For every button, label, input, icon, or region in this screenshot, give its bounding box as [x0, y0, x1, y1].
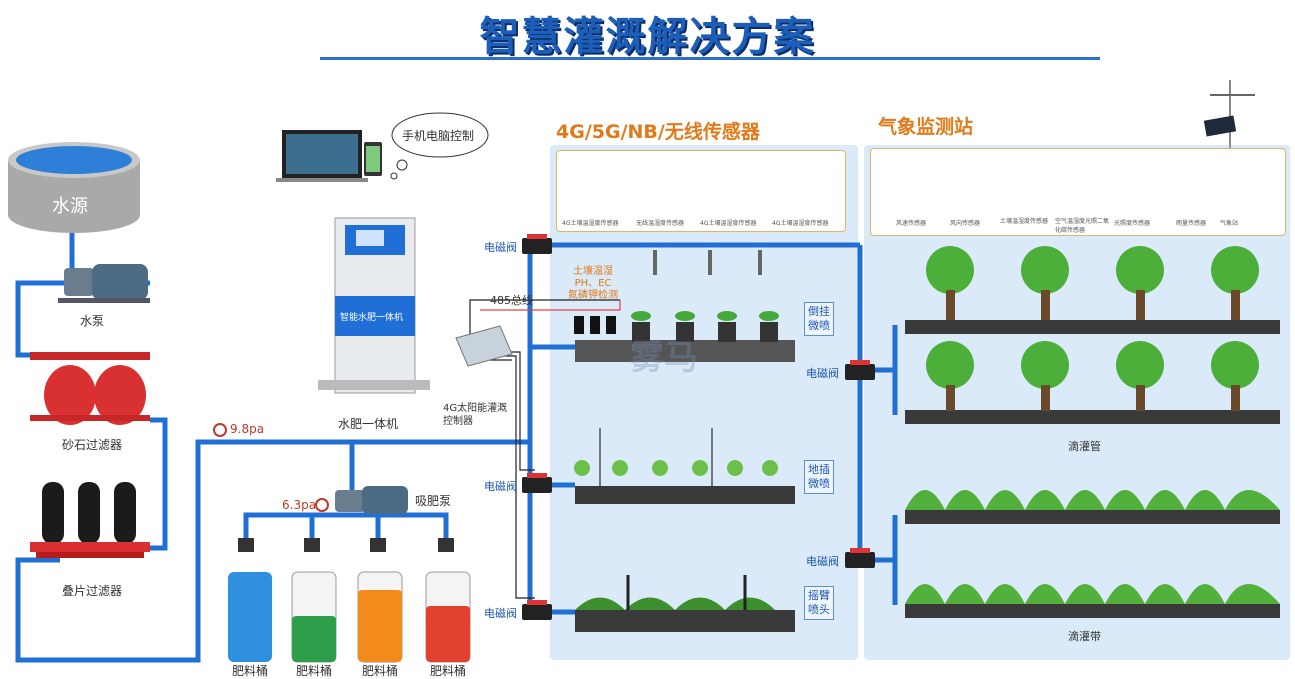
pump-label: 水泵 [80, 314, 105, 328]
fertigation-machine [318, 217, 430, 394]
water-pump [58, 264, 150, 303]
fertilizer-tank-label: 肥料桶 [362, 664, 399, 678]
weather-item-label: 光照度传感器 [1114, 220, 1151, 227]
weather-item-label: 风向传感器 [950, 220, 981, 227]
sand-filter [30, 352, 150, 425]
water-source-tank [8, 142, 140, 233]
ground-mist-zone [574, 428, 795, 504]
pipe-source-to-pump [15, 222, 75, 358]
pipe-fert-manifold [243, 512, 449, 545]
soil-sensor-tag: 土壤温湿 PH、EC 氮磷钾检测 [568, 266, 618, 301]
weather-heading: 气象监测站 [878, 116, 974, 138]
fertilizer-tank-label: 肥料桶 [430, 664, 467, 678]
fertilizer-tank-label: 肥料桶 [296, 664, 333, 678]
drip-tape-label: 滴灌带 [1068, 630, 1101, 643]
solenoid-valve-label: 电磁阀 [806, 367, 839, 380]
hanging-mist-tag: 倒挂 微喷 [804, 302, 834, 336]
weather-item-label: 气象站 [1220, 220, 1239, 227]
sensor-item-label: 4G土壤温湿度传感器 [772, 220, 829, 227]
machine-label: 水肥一体机 [338, 417, 399, 431]
fertilizer-tanks [228, 571, 471, 663]
solar-panel [455, 325, 513, 367]
title-underline [320, 57, 1100, 60]
page-title: 智慧灌溉解决方案 [479, 14, 816, 60]
solenoid-valves [522, 238, 875, 620]
sensors-heading: 4G/5G/NB/无线传感器 [556, 121, 760, 143]
rs485-label: 485总线 [490, 294, 533, 307]
machine-panel-text: 智能水肥一体机 [340, 313, 404, 323]
solenoid-valve-label: 电磁阀 [484, 480, 517, 493]
sensor-item-label: 无线温湿度传感器 [636, 220, 685, 227]
solar-controller-label: 4G太阳能灌溉 控制器 [443, 403, 508, 427]
thought-bubble [391, 112, 489, 158]
remote-control-label: 手机电脑控制 [402, 129, 475, 143]
sensor-item-label: 4G土壤温湿度传感器 [562, 220, 619, 227]
weather-station-mast [1203, 80, 1255, 145]
water-source-label: 水源 [52, 196, 88, 217]
drip-tape-zone [905, 490, 1280, 618]
ground-mist-tag: 地插 微喷 [804, 460, 834, 494]
pipe-sand-to-disc [148, 417, 168, 551]
pipe-disc-loop [15, 439, 530, 663]
suction-pump-label: 吸肥泵 [415, 494, 452, 508]
disc-filter-label: 叠片过滤器 [62, 584, 123, 598]
pressure-main-label: 9.8pa [230, 422, 265, 436]
fertilizer-tank-label: 肥料桶 [232, 664, 269, 678]
sensor-device-box [556, 150, 846, 232]
weather-item-label: 雨量传感器 [1176, 220, 1207, 227]
hanging-sprinkler-zone [574, 250, 795, 362]
solenoid-valve-label: 电磁阀 [484, 241, 517, 254]
weather-item-label: 土壤温湿度传感器 [1000, 218, 1049, 225]
weather-device-box [870, 148, 1286, 236]
solenoid-valve-label: 电磁阀 [484, 607, 517, 620]
weather-item-label: 空气温湿度光照二氧化碳传感器 [1055, 218, 1110, 234]
computer-phone [276, 130, 382, 182]
rocker-sprinkler-tag: 摇臂 喷头 [804, 586, 834, 620]
sand-filter-label: 砂石过滤器 [62, 438, 123, 452]
disc-filter [30, 482, 150, 558]
drip-pipe-zone [905, 246, 1280, 424]
watermark: 雾马 [630, 338, 698, 378]
drip-pipe-label: 滴灌管 [1068, 440, 1101, 453]
weather-item-label: 风速传感器 [896, 220, 927, 227]
pressure-fert-label: 6.3pa [282, 498, 317, 512]
sensor-item-label: 4G土壤温湿度传感器 [700, 220, 757, 227]
solenoid-valve-label: 电磁阀 [806, 555, 839, 568]
rocker-sprinkler-zone [575, 575, 795, 632]
suction-pump-shape [335, 486, 408, 514]
